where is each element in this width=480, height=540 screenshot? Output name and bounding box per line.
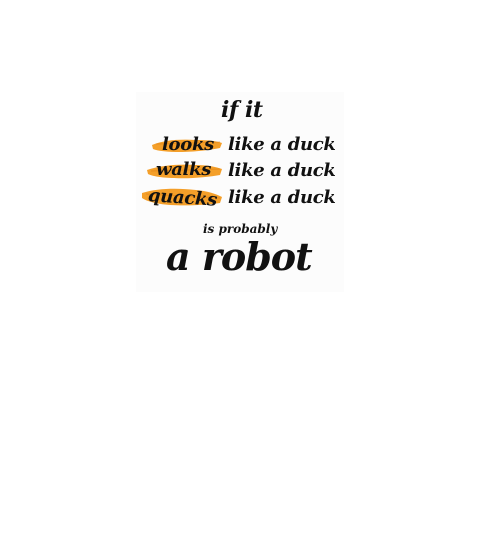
looks-highlight-wrap: looks: [150, 134, 224, 158]
a-robot-text: a robot: [166, 234, 313, 279]
brush-stroke-highlight: [152, 139, 222, 152]
phrase-like-a-duck-1: like a duck: [228, 134, 336, 155]
phrase-like-a-duck-2: like a duck: [228, 160, 336, 181]
if-it-text: if it: [221, 97, 263, 123]
phrase-like-a-duck-3: like a duck: [228, 187, 336, 208]
quacks-highlight-wrap: quacks: [140, 185, 224, 211]
brush-stroke-highlight: [147, 164, 222, 179]
verb-walks: walks: [156, 159, 212, 180]
brush-stroke-highlight: [142, 188, 222, 206]
verb-quacks: quacks: [147, 185, 218, 211]
is-probably-text: is probably: [203, 222, 278, 236]
verb-looks: looks: [162, 134, 214, 155]
walks-highlight-wrap: walks: [146, 160, 224, 184]
